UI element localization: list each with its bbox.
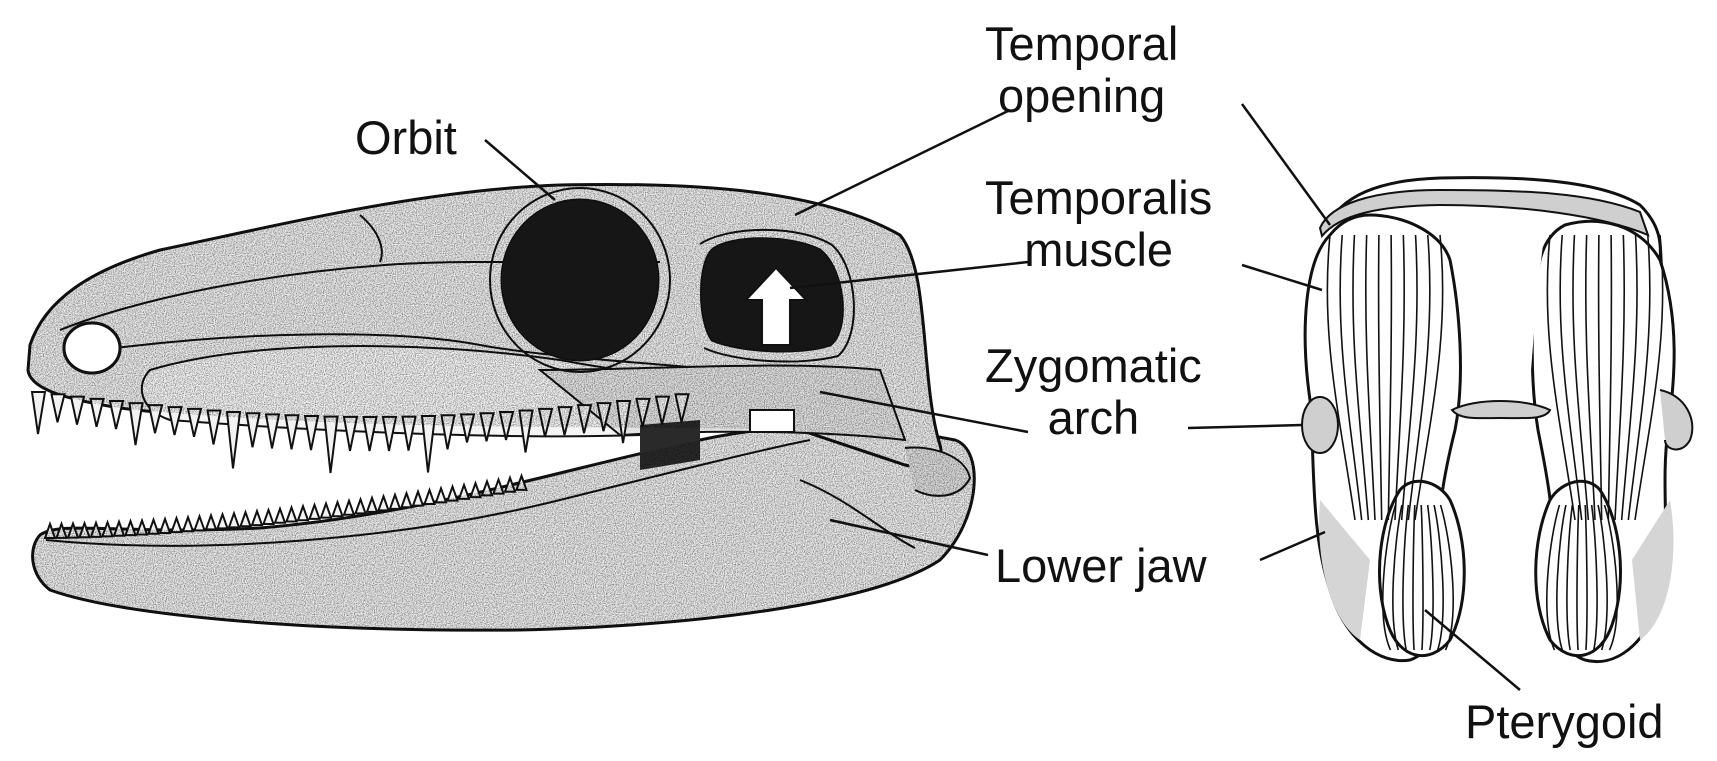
zygomatic-arch-label: Zygomatic arch xyxy=(985,340,1202,444)
lower-tooth xyxy=(195,516,205,530)
lower-jaw-dorsal-leader xyxy=(1260,532,1325,560)
upper-tooth xyxy=(52,394,65,422)
lower-tooth xyxy=(425,490,435,504)
lower-tooth xyxy=(333,502,343,516)
upper-tooth xyxy=(32,392,45,434)
lower-tooth xyxy=(183,517,193,531)
pterygoid-label: Pterygoid xyxy=(1465,696,1664,748)
upper-tooth xyxy=(325,417,338,473)
lower-tooth xyxy=(206,515,216,529)
lower-tooth xyxy=(287,508,297,522)
lower-tooth xyxy=(402,493,412,507)
orbit-label: Orbit xyxy=(355,112,457,164)
lower-tooth xyxy=(229,513,239,527)
temporalis-muscle-label: Temporalis muscle xyxy=(985,172,1212,276)
lower-tooth xyxy=(264,510,274,524)
lower-jaw-label: Lower jaw xyxy=(995,540,1207,592)
lower-tooth xyxy=(310,505,320,519)
temporal-opening-dorsal-leader xyxy=(1242,104,1330,225)
temporal-opening-leader xyxy=(795,110,1010,215)
temporal-opening-label: Temporal opening xyxy=(985,18,1178,122)
lower-tooth xyxy=(321,504,331,518)
lower-tooth xyxy=(379,496,389,510)
lower-tooth xyxy=(413,492,423,506)
lower-tooth xyxy=(367,498,377,512)
lower-tooth xyxy=(356,499,366,513)
lower-tooth xyxy=(298,506,308,520)
lower-tooth xyxy=(275,509,285,523)
lower-tooth xyxy=(390,495,400,509)
zygomatic-dorsal-leader xyxy=(1188,425,1302,428)
dorsal-skull xyxy=(1302,178,1692,662)
lower-tooth xyxy=(252,511,262,525)
lower-tooth xyxy=(218,514,228,528)
lower-tooth xyxy=(241,512,251,526)
lower-tooth xyxy=(344,501,354,515)
stipple-shading xyxy=(28,184,974,630)
upper-tooth xyxy=(227,412,240,468)
